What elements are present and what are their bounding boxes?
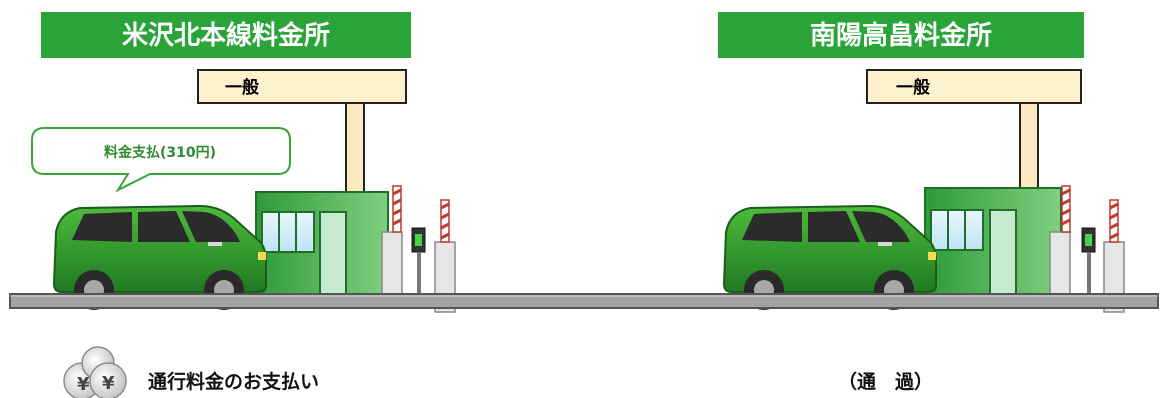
- caption-payment: 通行料金のお支払い: [148, 367, 319, 394]
- lane-sign-label: 一般: [225, 77, 259, 98]
- station-right: 南陽高畠料金所 一般: [718, 12, 1124, 312]
- lane-sign-label: 一般: [896, 77, 930, 98]
- toll-booth: [925, 188, 1061, 298]
- bubble-text: 料金支払(310円): [104, 144, 216, 161]
- svg-text:¥: ¥: [102, 373, 115, 394]
- speech-bubble: 料金支払(310円): [32, 128, 290, 190]
- station-left: 米沢北本線料金所 一般: [32, 12, 455, 312]
- svg-text:¥: ¥: [77, 374, 90, 395]
- traffic-signal: [412, 228, 425, 298]
- caption-pass-through: （通 過）: [838, 367, 933, 394]
- station-title: 南陽高畠料金所: [810, 20, 992, 51]
- yen-coins-icon: ¥ ¥: [64, 347, 126, 398]
- road: [10, 294, 1158, 308]
- traffic-signal: [1082, 228, 1095, 298]
- station-title: 米沢北本線料金所: [122, 20, 330, 51]
- toll-booth: [256, 192, 388, 296]
